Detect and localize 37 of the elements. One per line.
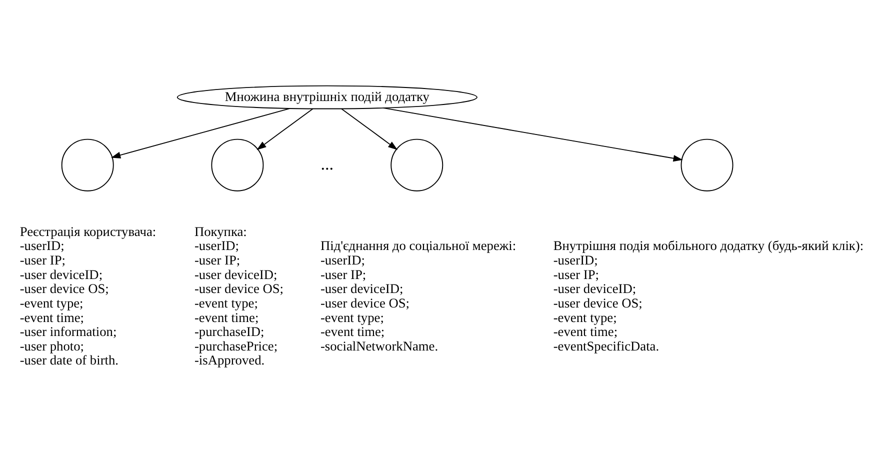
node-label: -user device OS; [320, 294, 410, 310]
node-label: -user device OS; [194, 280, 284, 296]
node-label: Під'єднання до соціальної мережі: [320, 238, 516, 253]
node-label: -userID; [194, 238, 240, 253]
node-label: Внутрішня подія мобільного додатку (будь-який клік): [553, 238, 864, 253]
label: ... [320, 154, 334, 173]
node-label: -event time; [553, 324, 618, 339]
node-label: -event time; [320, 324, 385, 339]
node-label: -purchaseID; [194, 324, 264, 339]
node-label: -event time; [194, 309, 259, 324]
node-label: -event type; [20, 294, 84, 310]
node-label: -socialNetworkName. [320, 338, 438, 353]
node-label: -user information; [20, 324, 117, 339]
node-label: -eventSpecificData. [553, 338, 660, 353]
node-label: -userID; [20, 238, 64, 253]
node-label: -user date of birth. [20, 352, 119, 368]
node-label: -user IP; [320, 266, 366, 282]
node-label: -user deviceID; [20, 266, 103, 282]
node-label: -event type; [194, 294, 258, 310]
node-label: -event type; [320, 309, 384, 324]
node-label: -user IP; [194, 252, 240, 268]
node-label: -userID; [320, 252, 365, 268]
node-label: -user IP; [20, 252, 66, 268]
node-label: -isApproved. [194, 352, 265, 368]
node-label: -user photo; [20, 338, 84, 353]
node-label: -event type; [553, 309, 617, 324]
node-label: -event time; [20, 309, 84, 324]
node-label: -purchasePrice; [194, 338, 278, 353]
node-label: -user deviceID; [320, 280, 404, 296]
node-label: -userID; [553, 252, 598, 268]
node-label: -user device OS; [553, 294, 642, 310]
node-label: Реєстрація користувача: [20, 223, 156, 238]
node-label: -user deviceID; [194, 266, 278, 282]
node-label: -user IP; [553, 266, 599, 282]
node-label: Покупка: [194, 223, 247, 238]
node-label: -user device OS; [20, 280, 109, 296]
node-label: -user deviceID; [553, 280, 636, 296]
